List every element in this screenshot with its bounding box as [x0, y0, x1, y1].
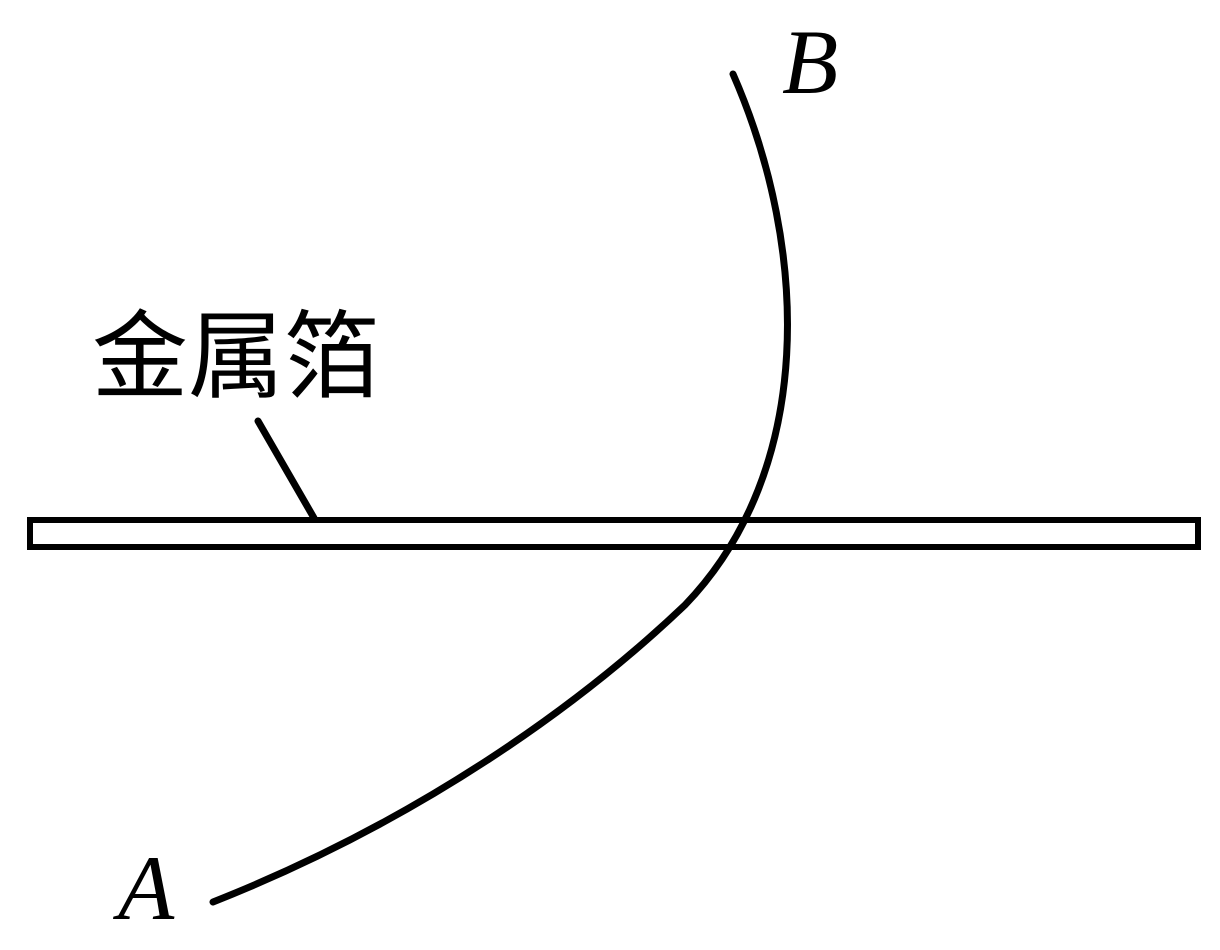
trajectory-curve	[209, 70, 791, 906]
foil-leader-line	[254, 417, 318, 522]
foil-label: 金属箔	[92, 301, 380, 413]
point-a-label: A	[112, 837, 175, 939]
point-b-label: B	[782, 11, 838, 113]
metal-foil-strip	[27, 517, 1201, 550]
